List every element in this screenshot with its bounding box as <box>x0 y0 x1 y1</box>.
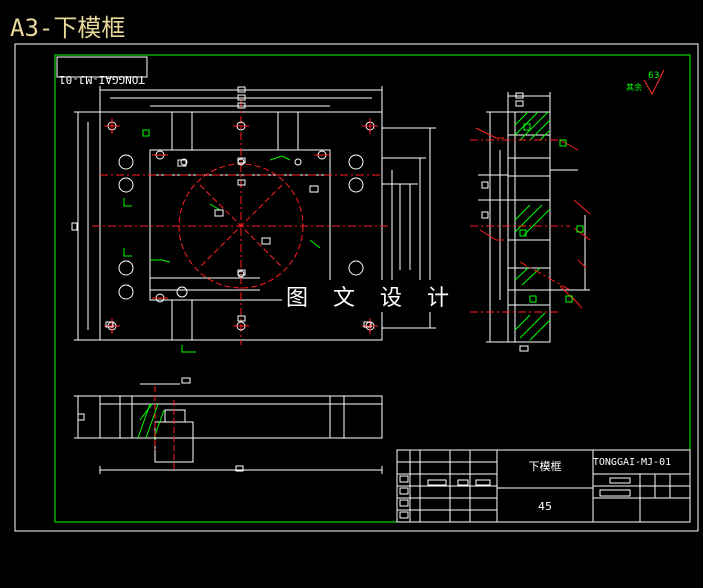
roughness-value: 63 <box>648 71 659 81</box>
front-centerlines <box>154 386 175 470</box>
side-white-boxes <box>481 92 529 352</box>
inner-border <box>54 54 691 523</box>
watermark: 图 文 设 计 <box>282 280 462 312</box>
front-view <box>74 377 383 474</box>
plan-arc <box>178 163 304 289</box>
roughness-symbol: 63 其余 <box>626 69 665 96</box>
plan-callouts <box>123 129 321 353</box>
side-dim-boxes <box>519 123 584 303</box>
plan-dim-boxes <box>71 86 372 328</box>
side-view <box>478 92 590 343</box>
title-block-code: TONGGAI-MJ-01 <box>593 457 671 468</box>
mirrored-code: TONGGAI-MJ-01 <box>59 73 145 86</box>
outer-border <box>14 43 699 532</box>
side-hatch <box>514 111 551 341</box>
side-centerlines <box>470 139 571 313</box>
front-hatch <box>137 403 165 439</box>
title-block-material: 45 <box>538 500 552 513</box>
title-block <box>396 449 691 523</box>
title-block-part-name: 下模框 <box>529 460 562 473</box>
page-title: A3-下模框 <box>10 14 126 42</box>
plan-hole-markers <box>104 118 378 334</box>
side-callouts <box>475 127 591 309</box>
roughness-label: 其余 <box>626 82 642 92</box>
code-box <box>56 56 148 78</box>
